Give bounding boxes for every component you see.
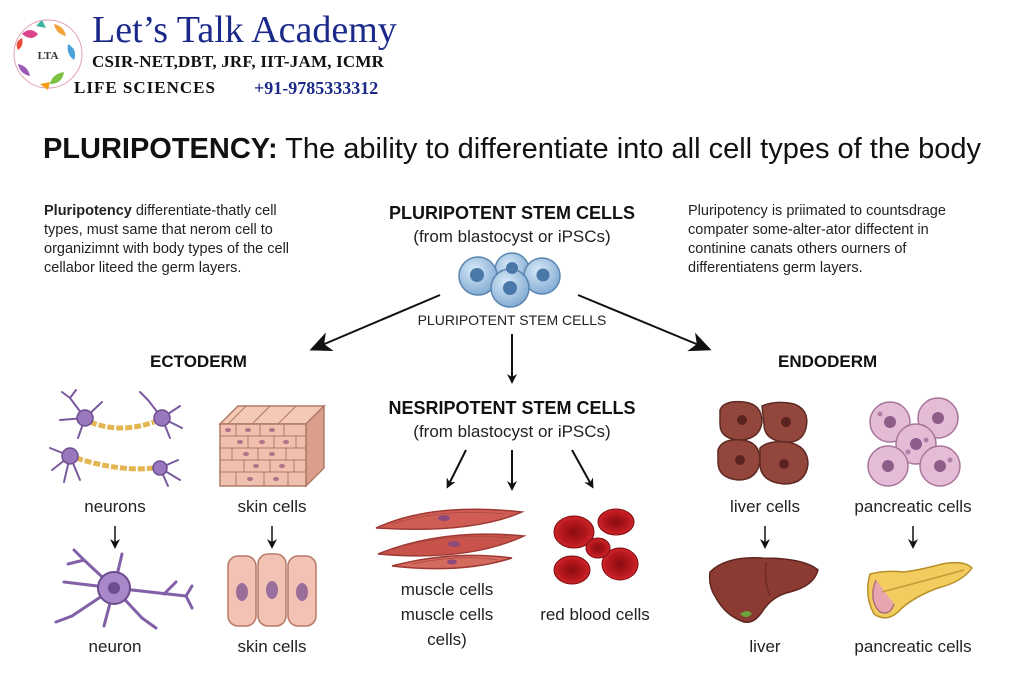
neuron-label: neuron — [88, 637, 142, 656]
left-description: Pluripotency differentiate-thatly cell t… — [44, 202, 314, 278]
neurons-illustration — [49, 389, 183, 487]
mesoderm-heading: NESRIPOTENT STEM CELLS — [388, 398, 636, 418]
academy-name: Let’s Talk Academy — [92, 9, 397, 51]
endoderm-label: ENDODERM — [778, 352, 878, 371]
skin-cells-illustration — [227, 553, 317, 627]
title-rest: The ability to differentiate into all ce… — [277, 133, 982, 165]
right-description: Pluripotency is priimated to countsdrage… — [688, 203, 946, 276]
muscle-label-2: muscle cells — [400, 605, 494, 624]
mesoderm-subheading: (from blastocyst or iPSCs) — [413, 422, 611, 441]
skin-cells-label: skin cells — [237, 497, 307, 516]
rbc-label: red blood cells — [540, 605, 650, 624]
pancreas-illustration — [867, 561, 973, 619]
pluripotent-subheading: (from blastocyst or iPSCs) — [413, 227, 611, 246]
muscle-cells-illustration — [375, 508, 527, 570]
ectoderm-label: ECTODERM — [150, 352, 247, 371]
academy-phone: +91-9785333312 — [254, 78, 379, 98]
liver-cells-label: liver cells — [730, 497, 800, 516]
skin-tissue-illustration — [218, 404, 326, 488]
left-description-bold: Pluripotency — [44, 203, 132, 219]
muscle-label-3: cells) — [427, 630, 467, 649]
pancreatic-cells-illustration — [867, 397, 961, 487]
arrow-to-muscle-a — [446, 449, 467, 489]
neuron-illustration — [54, 548, 194, 630]
academy-logo: LTA — [13, 19, 83, 90]
arrow-to-endoderm — [577, 294, 712, 352]
academy-department: LIFE SCIENCES — [74, 78, 216, 97]
skin-cells-2-label: skin cells — [237, 637, 307, 656]
liver-illustration — [708, 557, 819, 624]
academy-courses: CSIR-NET,DBT, JRF, IIT-JAM, ICMR — [92, 52, 385, 71]
arrow-to-rbc — [571, 449, 594, 489]
page-title: PLURIPOTENCY: The ability to differentia… — [0, 133, 1024, 166]
liver-label: liver — [749, 637, 781, 656]
muscle-label-1: muscle cells — [400, 580, 494, 599]
title-bold: PLURIPOTENCY: — [42, 133, 278, 165]
pluripotent-heading: PLURIPOTENT STEM CELLS — [388, 203, 635, 223]
red-blood-cells-illustration — [553, 508, 639, 585]
pancreatic-cells-label: pancreatic cells — [854, 497, 972, 516]
left-description-rest: differentiate-thatly cell types, must sa… — [44, 203, 290, 276]
logo-text: LTA — [38, 50, 59, 62]
stem-cluster-label: PLURIPOTENT STEM CELLS — [417, 312, 607, 328]
arrow-to-ectoderm — [309, 294, 441, 351]
neurons-label: neurons — [84, 497, 146, 516]
liver-cells-illustration — [717, 400, 809, 485]
pancreatic-cells-2-label: pancreatic cells — [854, 637, 972, 656]
stem-cell-cluster — [458, 252, 561, 308]
